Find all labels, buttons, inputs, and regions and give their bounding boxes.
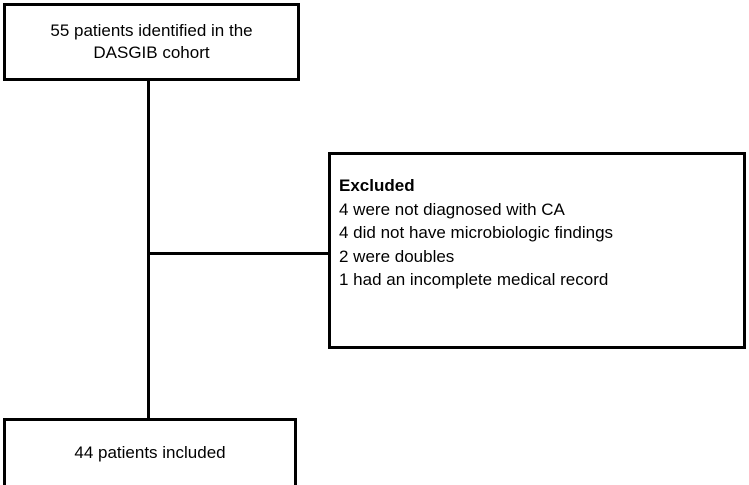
node-identified-line-2: DASGIB cohort (93, 43, 210, 62)
node-excluded-text: Excluded 4 were not diagnosed with CA 4 … (339, 174, 613, 292)
node-identified-patients: 55 patients identified in the DASGIB coh… (3, 3, 300, 81)
node-included-text: 44 patients included (64, 442, 235, 464)
node-excluded-reason-2: 4 did not have microbiologic findings (339, 223, 614, 242)
node-excluded-reason-1: 4 were not diagnosed with CA (339, 199, 565, 219)
node-excluded-patients: Excluded 4 were not diagnosed with CA 4 … (328, 152, 746, 349)
node-identified-text: 55 patients identified in the DASGIB coh… (40, 20, 262, 64)
connector-branch-to-excluded (147, 252, 331, 255)
connector-vertical-spine (147, 78, 150, 420)
node-included-patients: 44 patients included (3, 418, 297, 485)
node-identified-line-1: 55 patients identified in the (50, 21, 253, 40)
node-excluded-reason-4: 1 had an incomplete medical record (339, 270, 609, 289)
node-excluded-reason-3: 2 were doubles (339, 246, 455, 266)
node-included-label: 44 patients included (74, 443, 226, 462)
node-excluded-heading: Excluded (339, 176, 415, 195)
